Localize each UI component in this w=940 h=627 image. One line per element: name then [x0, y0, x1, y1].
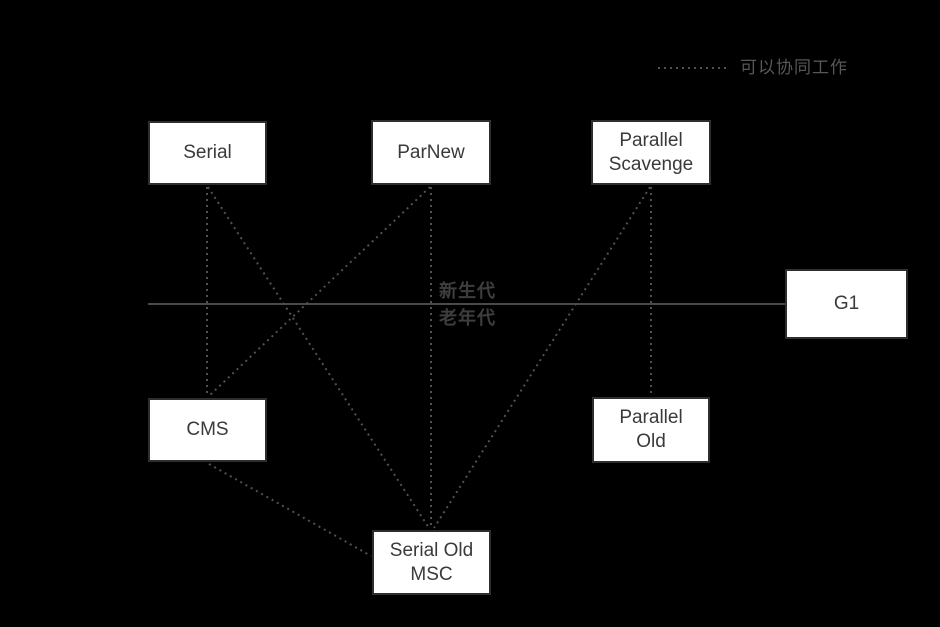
cooperation-edge [208, 186, 431, 397]
node-parnew: ParNew [371, 120, 491, 185]
young-generation-label: 新生代 [439, 281, 496, 301]
node-serial-label: Serial [183, 142, 232, 163]
node-serial-old-msc-label: Serial Old MSC [389, 539, 474, 585]
node-parallel-old: Parallel Old [592, 397, 710, 463]
cooperation-edge [433, 186, 651, 529]
node-serial-old-msc: Serial Old MSC [372, 530, 491, 595]
cooperation-edge [208, 463, 372, 557]
legend-label: 可以协同工作 [740, 58, 848, 77]
node-parallel-scavenge: Parallel Scavenge [591, 120, 711, 185]
node-g1: G1 [785, 269, 908, 339]
node-parallel-old-label: Parallel Old [619, 407, 683, 452]
node-cms-label: CMS [186, 419, 229, 440]
node-serial: Serial [148, 121, 267, 185]
node-cms: CMS [148, 398, 267, 462]
old-generation-label: 老年代 [439, 308, 496, 328]
cooperation-edge [207, 186, 430, 529]
node-parnew-label: ParNew [397, 141, 465, 163]
node-parallel-scavenge-label: Parallel Scavenge [608, 129, 694, 175]
node-g1-label: G1 [833, 293, 860, 314]
